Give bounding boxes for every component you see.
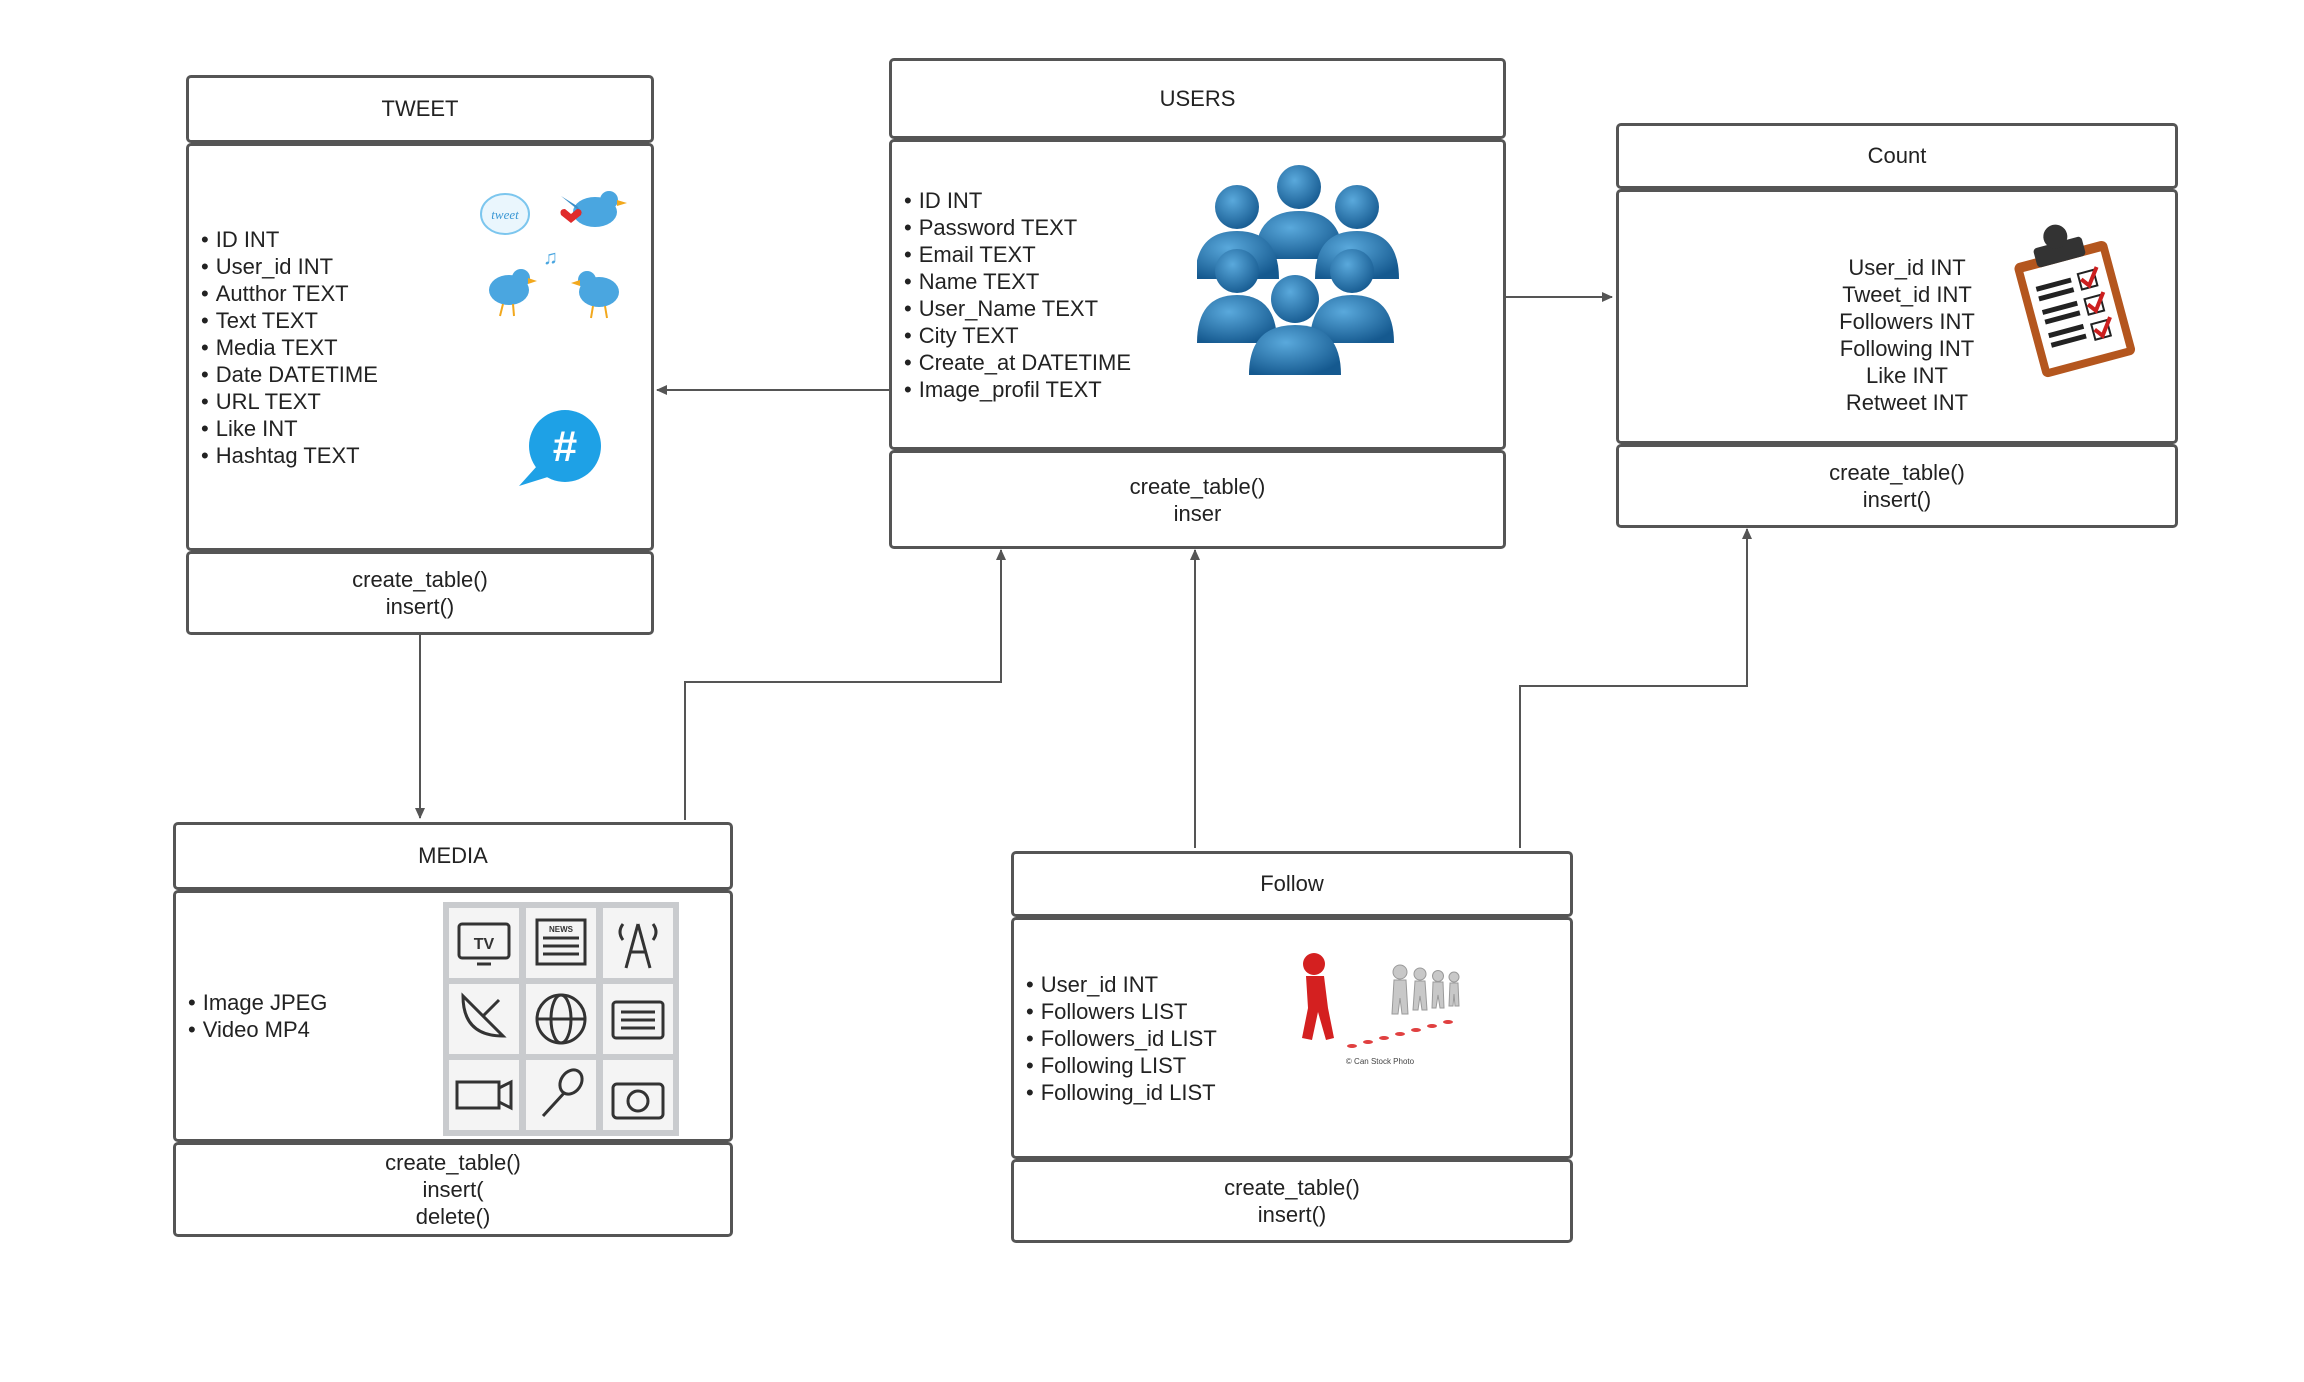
tweet-field: URL TEXT: [201, 388, 378, 415]
users-field: Create_at DATETIME: [904, 349, 1131, 376]
media-field: Image JPEG: [188, 989, 328, 1016]
count-title: Count: [1867, 143, 1927, 168]
follow-field: Followers_id LIST: [1026, 1025, 1217, 1052]
users-field: City TEXT: [904, 322, 1131, 349]
count-header[interactable]: Count: [1616, 123, 2178, 189]
users-methods-section[interactable]: create_table() inser: [889, 450, 1506, 549]
users-title: USERS: [1159, 85, 1236, 111]
users-method: create_table(): [1129, 473, 1266, 499]
count-method: insert(): [1862, 487, 1932, 512]
tile-news-label: NEWS: [549, 925, 574, 934]
follow-leader-illustration: © Can Stock Photo: [1302, 953, 1460, 1066]
tweet-field: Autthor TEXT: [201, 280, 378, 307]
tweet-field: Date DATETIME: [201, 361, 378, 388]
users-field: Image_profil TEXT: [904, 376, 1131, 403]
tweet-field: Like INT: [201, 415, 378, 442]
media-method: delete(): [415, 1204, 491, 1229]
tweet-bubble-text: tweet: [491, 207, 519, 222]
svg-text:♫: ♫: [543, 247, 558, 269]
users-field-list: ID INT Password TEXT Email TEXT Name TEX…: [892, 187, 1131, 403]
tweet-fields-section[interactable]: ID INT User_id INT Autthor TEXT Text TEX…: [186, 143, 654, 551]
media-grid-icons: TV NEWS: [443, 902, 679, 1136]
follow-field: Following_id LIST: [1026, 1079, 1217, 1106]
connector-media-to-users: [684, 549, 1006, 820]
count-methods-section[interactable]: create_table() insert(): [1616, 444, 2178, 528]
count-field: Tweet_id INT: [1842, 282, 1972, 307]
users-field: Name TEXT: [904, 268, 1131, 295]
follow-methods-section[interactable]: create_table() insert(): [1011, 1159, 1573, 1243]
count-field: Followers INT: [1839, 309, 1975, 334]
image-credit: © Can Stock Photo: [1346, 1057, 1415, 1066]
users-field: Password TEXT: [904, 214, 1131, 241]
tweet-birds-illustration: tweet ♫: [480, 191, 627, 319]
media-method: insert(: [422, 1177, 484, 1202]
user-group-icon: [1197, 165, 1399, 375]
tweet-method: create_table(): [352, 567, 488, 592]
media-methods-section[interactable]: create_table() insert( delete(): [173, 1142, 733, 1237]
clipboard-checklist-icon: [2014, 224, 2136, 378]
tweet-field: ID INT: [201, 226, 378, 253]
tweet-methods-section[interactable]: create_table() insert(): [186, 551, 654, 635]
follow-field: Followers LIST: [1026, 998, 1217, 1025]
tile-tv-label: TV: [474, 936, 495, 953]
follow-fields-section[interactable]: User_id INT Followers LIST Followers_id …: [1011, 917, 1573, 1159]
tweet-header[interactable]: TWEET: [186, 75, 654, 143]
tweet-field: Hashtag TEXT: [201, 442, 378, 469]
count-fields-section[interactable]: User_id INT Tweet_id INT Followers INT F…: [1616, 189, 2178, 444]
media-title: MEDIA: [418, 843, 488, 868]
users-header[interactable]: USERS: [889, 58, 1506, 139]
users-field: User_Name TEXT: [904, 295, 1131, 322]
users-field: ID INT: [904, 187, 1131, 214]
hashtag-bubble-icon: #: [519, 410, 601, 486]
media-fields-section[interactable]: Image JPEG Video MP4: [173, 890, 733, 1142]
tweet-field: Text TEXT: [201, 307, 378, 334]
count-field-list: User_id INT Tweet_id INT Followers INT F…: [1779, 254, 2035, 416]
users-fields-section[interactable]: ID INT Password TEXT Email TEXT Name TEX…: [889, 139, 1506, 450]
users-method: inser: [1173, 500, 1222, 526]
tweet-field-list: ID INT User_id INT Autthor TEXT Text TEX…: [189, 226, 378, 469]
media-field: Video MP4: [188, 1016, 327, 1043]
tweet-field: User_id INT: [201, 253, 378, 280]
tweet-field: Media TEXT: [201, 334, 378, 361]
tweet-title: TWEET: [381, 96, 459, 121]
count-field: Retweet INT: [1845, 390, 1969, 415]
follow-field-list: User_id INT Followers LIST Followers_id …: [1014, 971, 1217, 1106]
follow-method: create_table(): [1224, 1175, 1360, 1200]
tweet-method: insert(): [385, 594, 455, 619]
count-method: create_table(): [1829, 460, 1965, 485]
media-method: create_table(): [385, 1150, 521, 1175]
count-field: Like INT: [1866, 363, 1948, 388]
media-field-list: Image JPEG Video MP4: [176, 989, 328, 1043]
follow-field: User_id INT: [1026, 971, 1217, 998]
follow-method: insert(): [1257, 1202, 1327, 1227]
follow-field: Following LIST: [1026, 1052, 1217, 1079]
count-field: Following INT: [1839, 336, 1975, 361]
connector-follow-to-count: [1519, 528, 1752, 848]
count-field: User_id INT: [1848, 255, 1966, 280]
hashtag-symbol: #: [553, 422, 577, 471]
follow-title: Follow: [1260, 871, 1324, 896]
users-field: Email TEXT: [904, 241, 1131, 268]
media-header[interactable]: MEDIA: [173, 822, 733, 890]
follow-header[interactable]: Follow: [1011, 851, 1573, 917]
